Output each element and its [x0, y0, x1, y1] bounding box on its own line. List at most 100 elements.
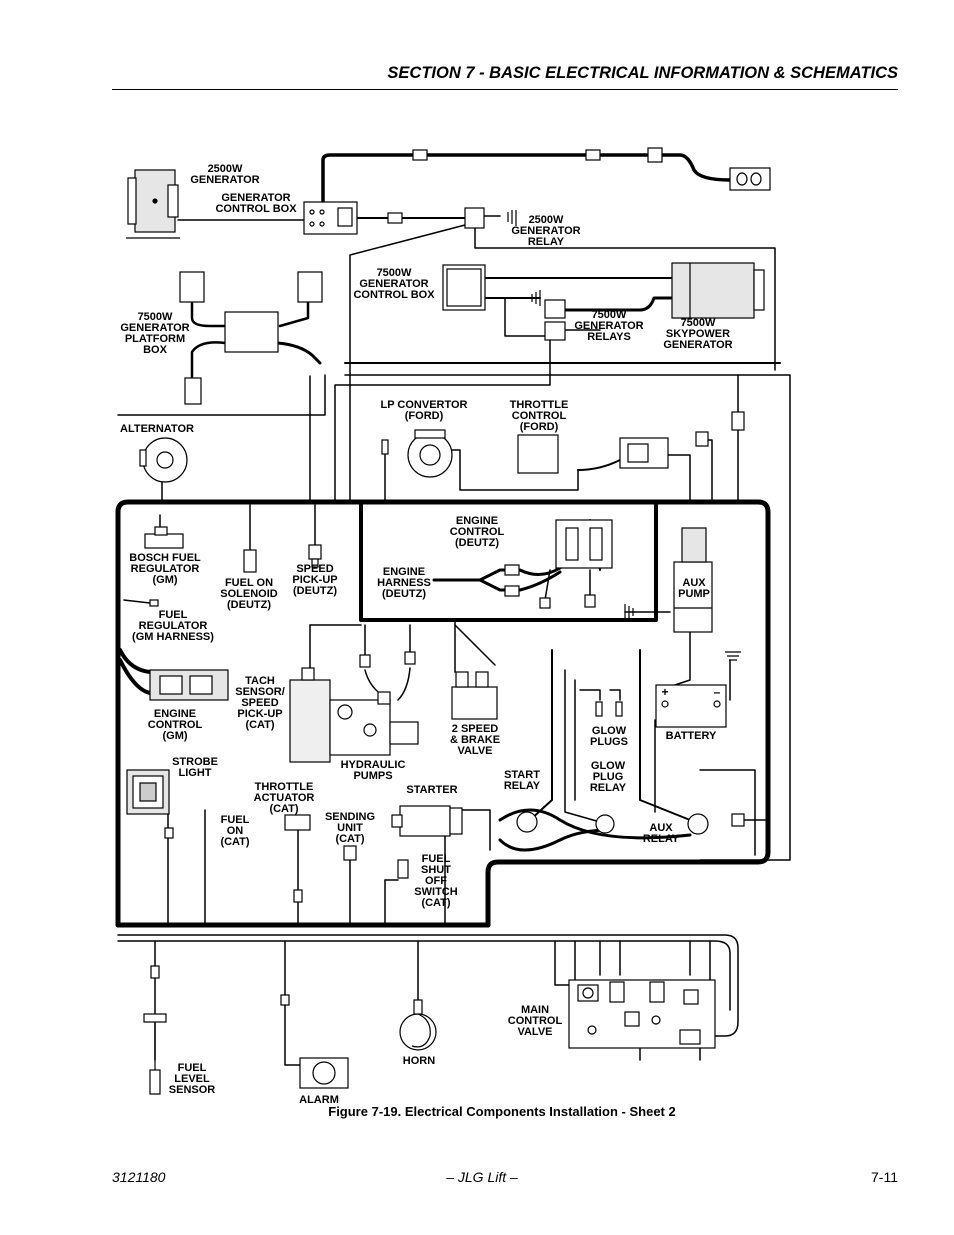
- label-line: 2500W: [208, 163, 243, 175]
- label-line: OFF: [425, 875, 447, 887]
- label-line: 7500W: [377, 267, 412, 279]
- label-line: FUEL ON: [225, 577, 273, 589]
- label-line: UNIT: [337, 822, 363, 834]
- label-line: FUEL: [178, 1062, 207, 1074]
- label-line: RELAY: [504, 780, 541, 792]
- label-line: CONTROL BOX: [215, 203, 297, 215]
- label-alarm: ALARM: [299, 1094, 339, 1106]
- alarm-icon: [299, 1057, 349, 1089]
- label-line: GENERATOR: [190, 174, 259, 186]
- doc-number: 3121180: [112, 1169, 166, 1185]
- engine-control-deutz-icon: [555, 519, 613, 569]
- label-line: STROBE: [172, 756, 218, 768]
- label-line: RELAY: [643, 833, 680, 845]
- label-line: SPEED: [296, 563, 333, 575]
- battery-plus-label: +: [661, 685, 668, 699]
- label-line: LP CONVERTOR: [381, 399, 468, 411]
- aux-relay-icon: [687, 813, 709, 835]
- fuel-on-solenoid-icon: [243, 549, 257, 573]
- label-line: THROTTLE: [255, 781, 314, 793]
- label-line: MAIN: [521, 1004, 549, 1016]
- starter-icon: [391, 805, 463, 837]
- label-starter: STARTER: [406, 784, 457, 796]
- label-line: SENDING: [325, 811, 375, 823]
- label-line: 7500W: [681, 317, 716, 329]
- label-alternator: ALTERNATOR: [120, 423, 194, 435]
- label-line: 2500W: [529, 214, 564, 226]
- label-line: SWITCH: [414, 886, 457, 898]
- label-line: (DEUTZ): [382, 588, 426, 600]
- label-line: HYDRAULIC: [341, 759, 406, 771]
- label-line: RELAY: [590, 782, 627, 794]
- label-line: CONTROL: [450, 526, 505, 538]
- label-line: GENERATOR: [511, 225, 580, 237]
- label-horn: HORN: [403, 1055, 435, 1067]
- label-line: FUEL: [159, 609, 188, 621]
- platform-box-icon: [179, 271, 323, 405]
- start-relay-icon: [516, 811, 538, 833]
- label-line: RELAYS: [587, 331, 631, 343]
- label-line: ENGINE: [383, 566, 425, 578]
- label-line: SKYPOWER: [666, 328, 730, 340]
- label-line: ACTUATOR: [254, 792, 315, 804]
- fuel-level-sensor-icon: [143, 965, 167, 1095]
- label-line: REGULATOR: [139, 620, 208, 632]
- label-line: CONTROL: [508, 1015, 563, 1027]
- figure-caption: Figure 7-19. Electrical Components Insta…: [328, 1104, 676, 1119]
- engine-control-gm-icon: [149, 669, 229, 701]
- label-line: FUEL: [221, 814, 250, 826]
- throttle-body-icon: [619, 411, 745, 469]
- label-line: ALTERNATOR: [120, 423, 194, 435]
- label-line: (DEUTZ): [227, 599, 271, 611]
- label-line: (CAT): [269, 803, 298, 815]
- label-line: TACH: [245, 675, 275, 687]
- label-line: ENGINE: [456, 515, 498, 527]
- two-speed-brake-valve-icon: [451, 671, 498, 720]
- section-title: SECTION 7 - BASIC ELECTRICAL INFORMATION…: [387, 64, 898, 82]
- label-line: RELAY: [528, 236, 565, 248]
- outlet-icon: [729, 167, 771, 191]
- label-line: CONTROL: [512, 410, 567, 422]
- label-line: AUX: [649, 822, 673, 834]
- label-line: (CAT): [245, 719, 274, 731]
- label-line: SPEED: [241, 697, 278, 709]
- strobe-light-icon: [126, 769, 170, 815]
- label-line: START: [504, 769, 540, 781]
- fuel-shutoff-switch-icon: [397, 859, 409, 879]
- label-line: BOSCH FUEL: [129, 552, 201, 564]
- generator-7500w-relay-icon: [544, 299, 566, 319]
- label-line: FUEL: [422, 853, 451, 865]
- label-line: SOLENOID: [220, 588, 278, 600]
- label-line: BATTERY: [666, 730, 717, 742]
- label-line: CONTROL BOX: [353, 289, 435, 301]
- glow-plug-icon: [595, 701, 603, 717]
- generator-control-box-icon: [303, 201, 358, 235]
- generator-2500w-icon: [126, 169, 180, 239]
- label-line: (GM): [152, 574, 177, 586]
- label-line: (GM): [162, 730, 187, 742]
- glow-plug-relay-icon: [595, 814, 615, 834]
- label-line: (CAT): [335, 833, 364, 845]
- label-line: (CAT): [421, 897, 450, 909]
- label-line: GENERATOR: [574, 320, 643, 332]
- main-control-valve-icon: [568, 979, 716, 1049]
- label-line: PUMPS: [353, 770, 392, 782]
- throttle-control-icon: [517, 434, 559, 474]
- label-line: 7500W: [138, 311, 173, 323]
- speed-pickup-deutz-icon: [308, 544, 322, 568]
